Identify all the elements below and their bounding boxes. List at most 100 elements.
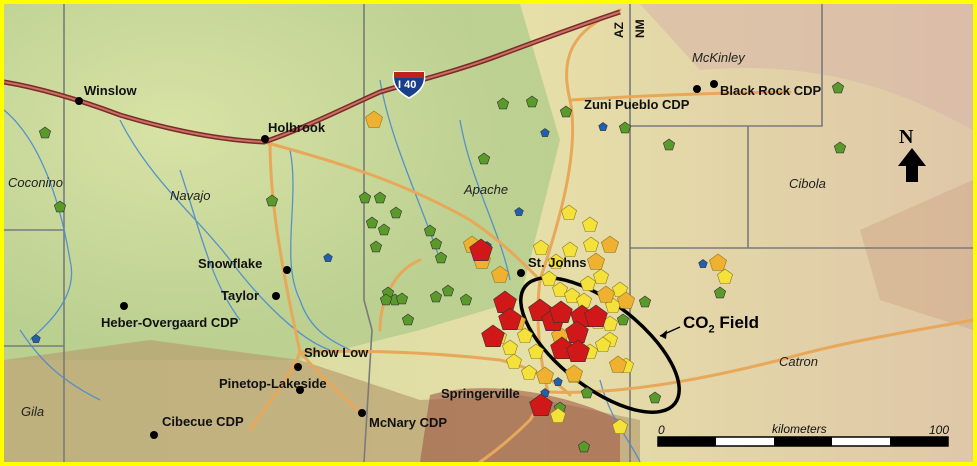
well-marker-green <box>395 292 409 305</box>
well-marker-yellow <box>548 253 564 269</box>
well-marker-orange <box>491 265 509 283</box>
well-marker-blue <box>698 259 708 268</box>
co2-field-label: CO2 Field <box>683 313 760 336</box>
county-gila: Gila <box>21 404 45 419</box>
well-marker-green <box>618 121 632 134</box>
well-marker-green <box>377 223 391 236</box>
county-coconino: Coconino <box>8 175 63 190</box>
county-boundaries <box>4 4 973 463</box>
well-marker-red <box>481 324 505 348</box>
well-marker-green <box>638 295 652 308</box>
well-marker-green <box>833 141 847 154</box>
rivers <box>3 79 641 463</box>
well-marker-red <box>529 393 553 417</box>
well-marker-green <box>580 386 594 399</box>
well-marker-yellow <box>528 343 544 359</box>
well-marker-green <box>379 293 393 306</box>
scale-bar-unit: kilometers <box>772 422 827 436</box>
well-marker-orange <box>536 366 554 384</box>
interstate-shield-label: I 40 <box>398 79 417 91</box>
well-marker-orange <box>617 291 635 309</box>
well-marker-green <box>713 286 727 299</box>
well-markers <box>31 81 847 453</box>
well-marker-yellow <box>521 364 537 380</box>
well-marker-green <box>577 440 591 453</box>
well-marker-green <box>401 313 415 326</box>
well-marker-green <box>38 126 52 139</box>
well-marker-yellow <box>502 339 518 355</box>
north-arrow <box>898 148 926 182</box>
well-marker-green <box>559 105 573 118</box>
county-navajo: Navajo <box>170 188 211 203</box>
well-marker-yellow <box>580 275 596 291</box>
well-marker-green <box>496 97 510 110</box>
well-marker-blue <box>598 122 608 131</box>
well-marker-yellow <box>517 327 533 343</box>
terrain-east <box>860 180 973 330</box>
state-label-az: AZ <box>612 22 626 38</box>
well-marker-green <box>441 284 455 297</box>
county-cibola: Cibola <box>789 176 826 191</box>
well-marker-green <box>265 194 279 207</box>
well-marker-yellow <box>583 236 599 252</box>
well-marker-green <box>423 224 437 237</box>
county-mckinley: McKinley <box>692 50 745 65</box>
well-marker-red <box>550 336 574 360</box>
well-marker-green <box>459 293 473 306</box>
place-zuni: Zuni Pueblo CDP <box>584 97 690 112</box>
scale-bar-zero: 0 <box>658 423 665 437</box>
county-apache: Apache <box>464 182 509 197</box>
well-marker-yellow <box>562 241 578 257</box>
well-marker-green <box>373 191 387 204</box>
well-marker-green <box>477 152 491 165</box>
place-show-low: Show Low <box>304 345 369 360</box>
well-marker-yellow <box>561 204 577 220</box>
terrain-red-south <box>420 388 620 462</box>
county-catron: Catron <box>779 354 819 369</box>
well-marker-yellow <box>541 270 557 286</box>
place-springerville: Springerville <box>441 386 520 401</box>
place-pinetop: Pinetop-Lakeside <box>219 376 327 391</box>
well-marker-yellow <box>550 407 566 423</box>
well-marker-orange <box>601 235 619 253</box>
well-marker-orange <box>709 253 727 271</box>
place-cibecue: Cibecue CDP <box>162 414 244 429</box>
north-arrow-label: N <box>899 126 914 148</box>
well-marker-green <box>616 313 630 326</box>
well-marker-yellow <box>552 281 568 297</box>
state-label-nm: NM <box>633 19 647 38</box>
highways <box>248 8 975 464</box>
well-marker-green <box>369 240 383 253</box>
well-marker-yellow <box>717 268 733 284</box>
place-snowflake: Snowflake <box>198 256 263 271</box>
place-taylor: Taylor <box>221 288 260 303</box>
well-marker-green <box>525 95 539 108</box>
scale-bar-max: 100 <box>929 423 950 437</box>
well-marker-yellow <box>595 336 611 352</box>
well-marker-yellow <box>564 287 580 303</box>
title-strip <box>310 0 690 8</box>
city-dots <box>75 80 718 439</box>
well-marker-orange <box>597 285 615 303</box>
well-marker-green <box>429 290 443 303</box>
well-marker-green <box>53 200 67 213</box>
well-marker-red <box>549 300 573 324</box>
well-marker-yellow <box>593 268 609 284</box>
place-mcnary: McNary CDP <box>369 415 448 430</box>
well-marker-orange <box>365 110 383 128</box>
place-winslow: Winslow <box>84 83 137 98</box>
place-heber: Heber-Overgaard CDP <box>101 315 239 330</box>
well-marker-blue <box>323 253 333 262</box>
well-marker-yellow <box>582 216 598 232</box>
well-marker-orange <box>609 355 627 373</box>
well-marker-green <box>365 216 379 229</box>
terrain-green <box>4 4 560 360</box>
place-black-rock: Black Rock CDP <box>720 83 822 98</box>
place-holbrook: Holbrook <box>268 120 326 135</box>
well-marker-green <box>831 81 845 94</box>
place-st-johns: St. Johns <box>528 255 587 270</box>
scale-bar <box>657 436 949 447</box>
